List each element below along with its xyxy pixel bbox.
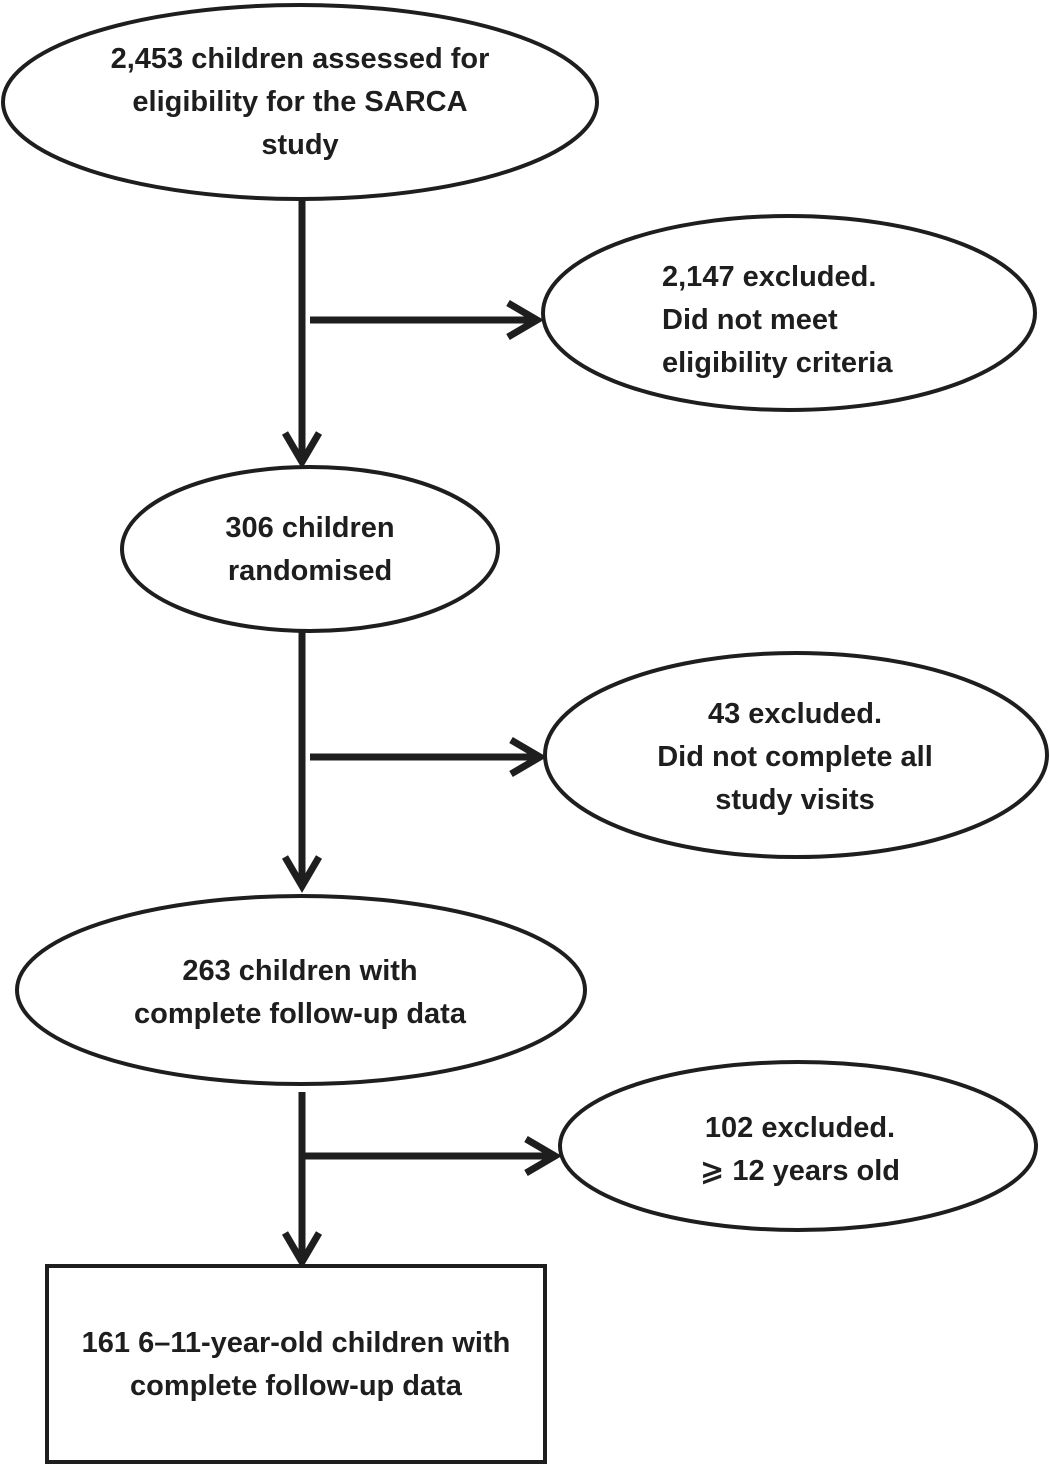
nodes: [1, 3, 1049, 1464]
node-complete-shape: [15, 894, 587, 1086]
node-excluded2-label: 43 excluded. Did not complete all study …: [657, 697, 933, 816]
node-assessed-label: 2,453 children assessed for eligibility …: [110, 42, 490, 161]
arrowhead-excluded2: [509, 736, 547, 778]
node-complete-label: 263 children with complete follow-up dat…: [134, 955, 466, 1030]
connectors: [281, 198, 562, 1269]
arrowhead-complete: [281, 855, 323, 893]
node-excluded2-shape: [543, 651, 1049, 859]
arrowhead-final: [281, 1231, 323, 1269]
arrowhead-randomised: [281, 431, 323, 469]
node-excluded3-label: 102 excluded. ⩾ 12 years old: [699, 1112, 900, 1187]
node-randomised-label: 306 children randomised: [225, 512, 395, 587]
node-excluded3-shape: [558, 1060, 1038, 1232]
node-excluded1-label: 2,147 excluded. Did not meet eligibility…: [662, 260, 893, 379]
arrowhead-excluded1: [506, 299, 544, 341]
node-final-label: 161 6–11-year-old children with complete…: [81, 1327, 511, 1402]
arrowhead-excluded3: [524, 1135, 562, 1177]
node-final-shape: [45, 1264, 547, 1464]
node-assessed-shape: [1, 3, 599, 201]
node-randomised-shape: [120, 465, 500, 633]
node-excluded1-shape: [541, 214, 1037, 412]
